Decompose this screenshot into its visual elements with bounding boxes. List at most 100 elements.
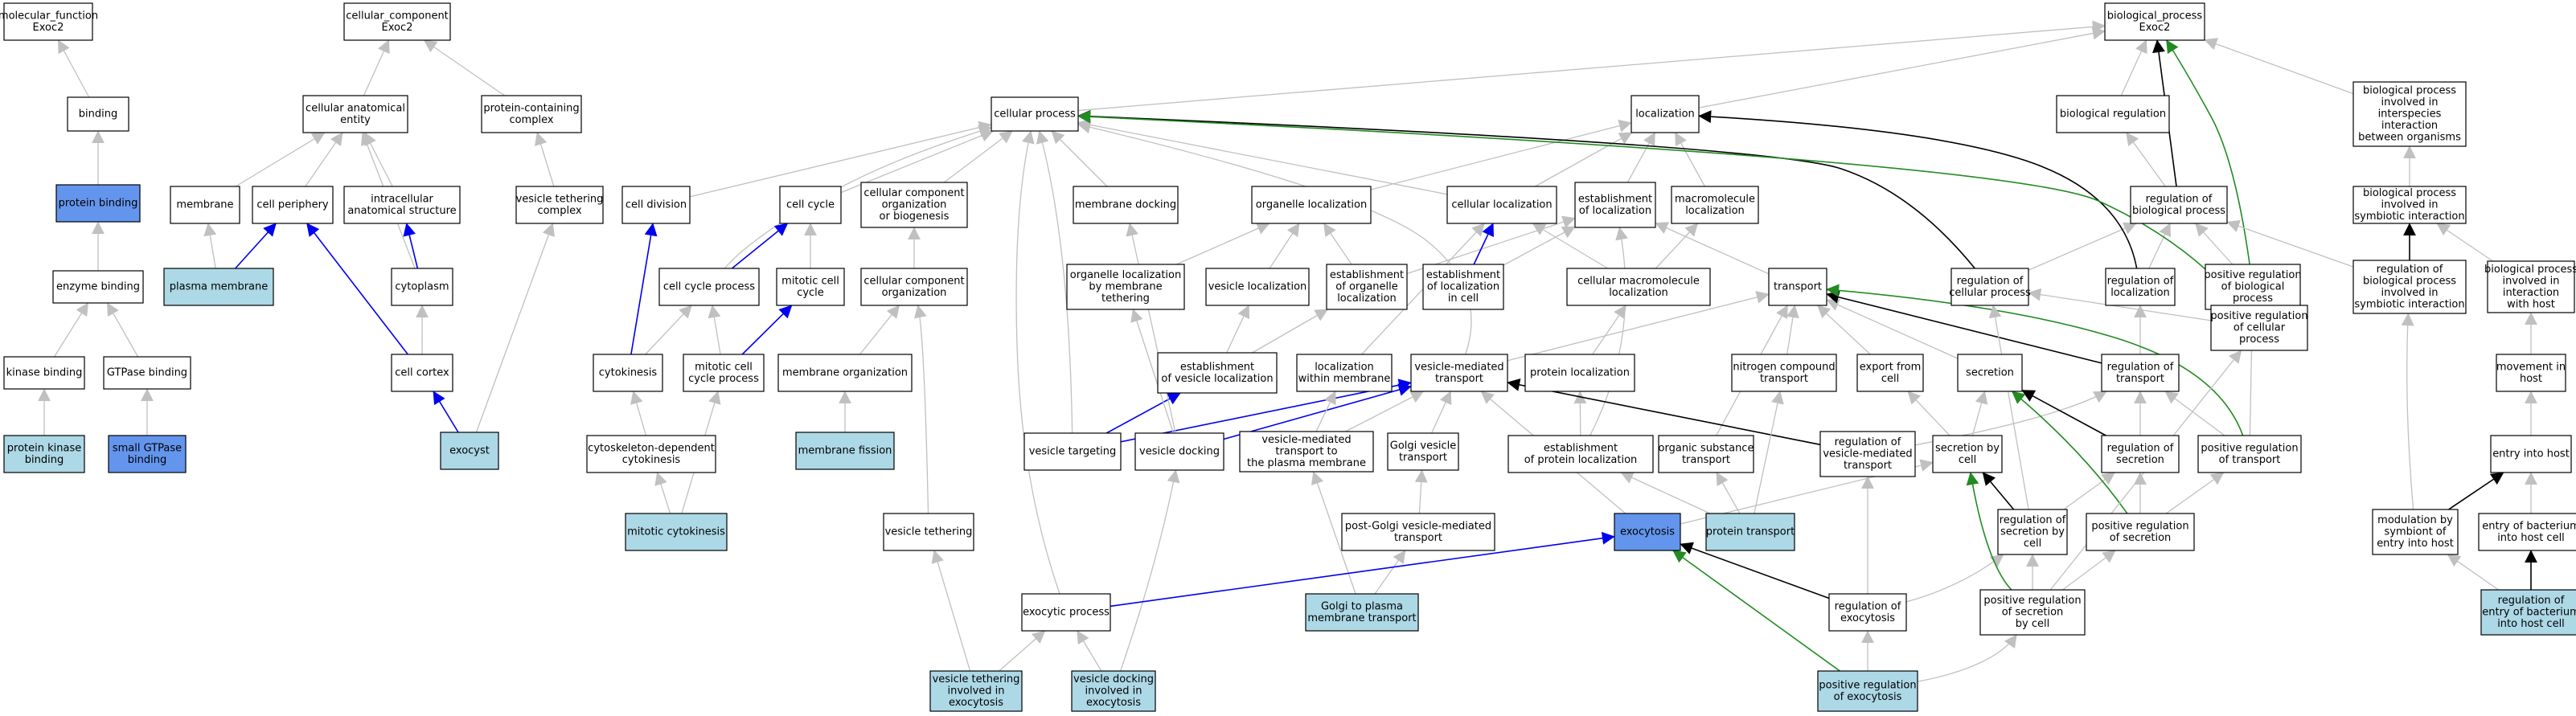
edge-is-a-estab-prot-loc-to-estab-loc — [1589, 227, 1628, 436]
node-vesicle-targeting[interactable]: vesicle targeting — [1023, 432, 1122, 471]
node-plasma-membrane[interactable]: plasma membrane — [163, 268, 274, 306]
node-protein-binding[interactable]: protein binding — [55, 184, 141, 223]
node-box — [1819, 431, 1916, 477]
node-binding[interactable]: binding — [67, 96, 129, 132]
node-box — [67, 96, 129, 132]
node-cell-process[interactable]: cellular process — [991, 96, 1079, 132]
node-vesicle-tethering[interactable]: vesicle tethering — [883, 513, 974, 551]
node-membrane-fission[interactable]: membrane fission — [795, 432, 895, 470]
node-localization[interactable]: localization — [1631, 95, 1700, 133]
node-vesicle-docking[interactable]: vesicle docking — [1134, 432, 1224, 471]
node-cell-cycle-process[interactable]: cell cycle process — [658, 268, 760, 306]
node-bio-reg[interactable]: biological regulation — [2056, 95, 2170, 133]
edge-is-a-cellular-loc-to-localization — [1534, 132, 1633, 187]
node-organelle-loc[interactable]: organelle localization — [1251, 186, 1372, 224]
node-cell-cycle[interactable]: cell cycle — [779, 186, 842, 224]
node-exocytosis[interactable]: exocytosis — [1614, 513, 1681, 551]
node-mitotic-cytokinesis[interactable]: mitotic cytokinesis — [625, 513, 728, 551]
node-secretion[interactable]: secretion — [1957, 354, 2023, 392]
node-gtpase-binding[interactable]: GTPase binding — [103, 356, 191, 390]
edge-is-a-vesicle-docking-to-membrane-docking — [1126, 223, 1176, 434]
node-label: organelle localization — [1256, 199, 1367, 211]
node-enzyme-binding[interactable]: enzyme binding — [52, 270, 144, 304]
node-entry-host[interactable]: entry into host — [2490, 435, 2572, 473]
node-cellular-loc[interactable]: cellular localization — [1446, 186, 1557, 224]
node-exocytic-process[interactable]: exocytic process — [1021, 593, 1111, 632]
node-protein-loc[interactable]: protein localization — [1524, 354, 1635, 392]
node-membrane-docking[interactable]: membrane docking — [1073, 186, 1179, 224]
node-label: establishment — [1578, 193, 1652, 205]
node-membrane-org[interactable]: membrane organization — [777, 354, 913, 392]
node-cytokinesis[interactable]: cytokinesis — [593, 354, 663, 392]
node-label: protein binding — [59, 198, 138, 210]
node-protein-transport[interactable]: protein transport — [1705, 513, 1795, 551]
node-cell-cortex[interactable]: cell cortex — [391, 354, 453, 392]
node-cell-periphery[interactable]: cell periphery — [252, 186, 334, 224]
node-kinase-binding[interactable]: kinase binding — [3, 356, 85, 390]
node-cytoplasm[interactable]: cytoplasm — [391, 268, 453, 306]
node-exocyst[interactable]: exocyst — [440, 432, 499, 470]
node-transport[interactable]: transport — [1768, 268, 1827, 306]
node-vesicle-loc[interactable]: vesicle localization — [1205, 268, 1310, 306]
node-cell-division[interactable]: cell division — [621, 186, 691, 224]
node-box — [1071, 670, 1156, 712]
node-membrane[interactable]: membrane — [170, 186, 240, 224]
